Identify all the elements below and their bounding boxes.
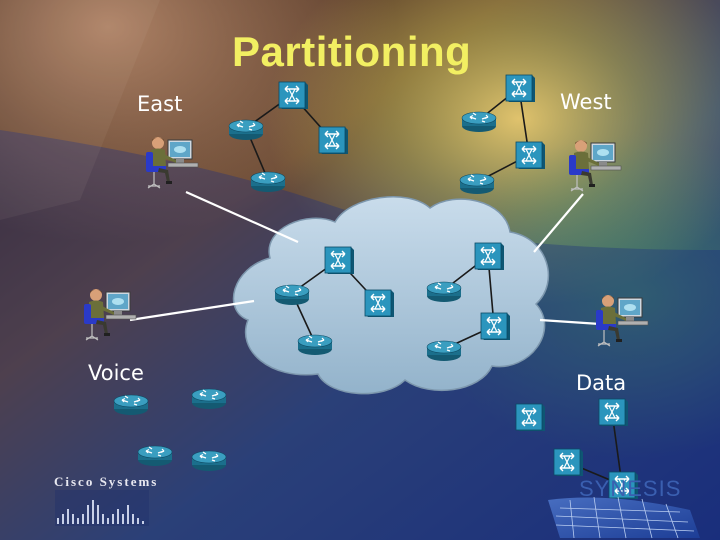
- switch-icon: [474, 242, 505, 271]
- router-icon: [191, 450, 227, 472]
- synesis-logo-text: SYNESIS: [579, 476, 682, 501]
- router-icon: [461, 111, 497, 133]
- page-title: Partitioning: [232, 28, 472, 75]
- workstation-user-icon: [568, 139, 622, 192]
- zone-label-east: East: [137, 92, 183, 116]
- switch-icon: [505, 74, 536, 103]
- router-icon: [137, 445, 173, 467]
- workstation-user-icon: [83, 288, 137, 341]
- synesis-logo-icon: [548, 496, 700, 539]
- terminal-links: [129, 190, 601, 326]
- cisco-logo-icon: [55, 490, 149, 526]
- zone-label-voice: Voice: [88, 361, 144, 385]
- switch-icon: [515, 141, 546, 170]
- switch-icon: [324, 246, 355, 275]
- switch-icon: [553, 448, 584, 477]
- switch-icon: [278, 81, 309, 110]
- router-icon: [274, 284, 310, 306]
- switch-icon: [515, 403, 546, 432]
- router-icon: [113, 394, 149, 416]
- router-icon: [228, 119, 264, 141]
- router-icon: [250, 171, 286, 193]
- zone-label-west: West: [560, 90, 612, 114]
- router-icon: [426, 281, 462, 303]
- switch-icon: [318, 126, 349, 155]
- workstation-user-icon: [595, 294, 649, 347]
- router-icon: [426, 340, 462, 362]
- workstation-user-icon: [145, 136, 199, 189]
- router-icon: [459, 173, 495, 195]
- zone-label-data: Data: [576, 371, 627, 395]
- router-icon: [191, 388, 227, 410]
- switch-icon: [480, 312, 511, 341]
- router-icon: [297, 334, 333, 356]
- cisco-logo-text: Cisco Systems: [54, 474, 159, 489]
- switch-icon: [364, 289, 395, 318]
- switch-icon: [598, 398, 629, 427]
